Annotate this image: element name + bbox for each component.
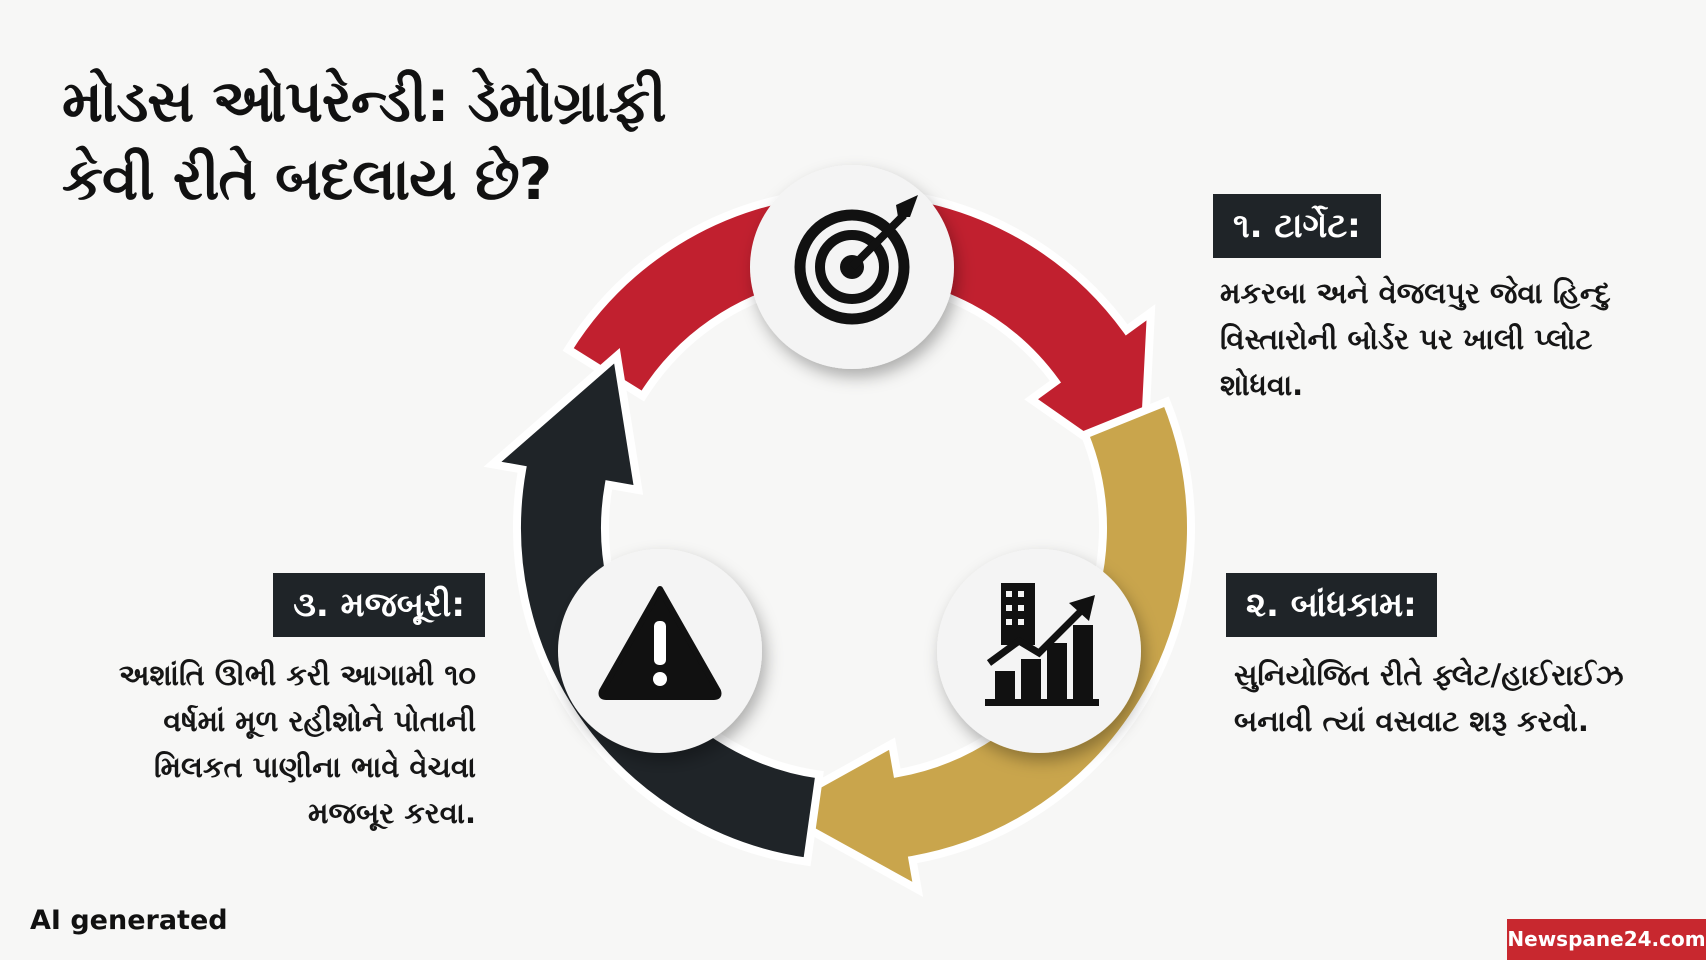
step-3-line: વર્ષમાં મૂળ રહીશોને પોતાની — [163, 704, 476, 738]
target-icon — [794, 195, 918, 325]
step-1-line: વિસ્તારોની બોર્ડર પર ખાલી પ્લોટ — [1220, 322, 1593, 356]
step-2-label: ૨. બાંધકામ: — [1226, 573, 1437, 637]
title-line-1: મોડસ ઓપરેન્ડી: ડેમોગ્રાફી — [62, 67, 667, 135]
step-2-line: બનાવી ત્યાં વસવાટ શરૂ કરવો. — [1234, 704, 1589, 738]
chart-icon-circle — [937, 549, 1141, 753]
step-2-line: સુનિયોજિત રીતે ફ્લેટ/હાઈરાઈઝ — [1234, 658, 1624, 692]
ai-generated-note: AI generated — [30, 905, 228, 936]
brand-badge[interactable]: Newspane24.com — [1507, 919, 1706, 960]
warning-icon-circle — [558, 549, 762, 753]
warning-icon — [598, 586, 722, 700]
step-1-label: ૧. ટાર્ગેટ: — [1213, 194, 1381, 258]
building-growth-chart-icon — [985, 583, 1099, 706]
step-3-line: અશાંતિ ઊભી કરી આગામી ૧૦ — [118, 658, 476, 692]
step-3-line: મજબૂર કરવા. — [308, 796, 476, 830]
page-title: મોડસ ઓપરેન્ડી: ડેમોગ્રાફી કેવી રીતે બદલા… — [62, 62, 667, 218]
step-1-description: મકરબા અને વેજલપુર જેવા હિન્દુ વિસ્તારોની… — [1220, 270, 1611, 408]
step-1-line: શોધવા. — [1220, 368, 1304, 402]
step-3-line: મિલકત પાણીના ભાવે વેચવા — [154, 750, 476, 784]
step-2-description: સુનિયોજિત રીતે ફ્લેટ/હાઈરાઈઝ બનાવી ત્યાં… — [1234, 652, 1624, 744]
step-3-label: ૩. મજબૂરી: — [273, 573, 485, 637]
step-1-line: મકરબા અને વેજલપુર જેવા હિન્દુ — [1220, 276, 1611, 310]
step-3-description: અશાંતિ ઊભી કરી આગામી ૧૦ વર્ષમાં મૂળ રહીશ… — [119, 652, 476, 836]
target-icon-circle — [750, 165, 954, 369]
title-line-2: કેવી રીતે બદલાય છે? — [62, 145, 552, 213]
